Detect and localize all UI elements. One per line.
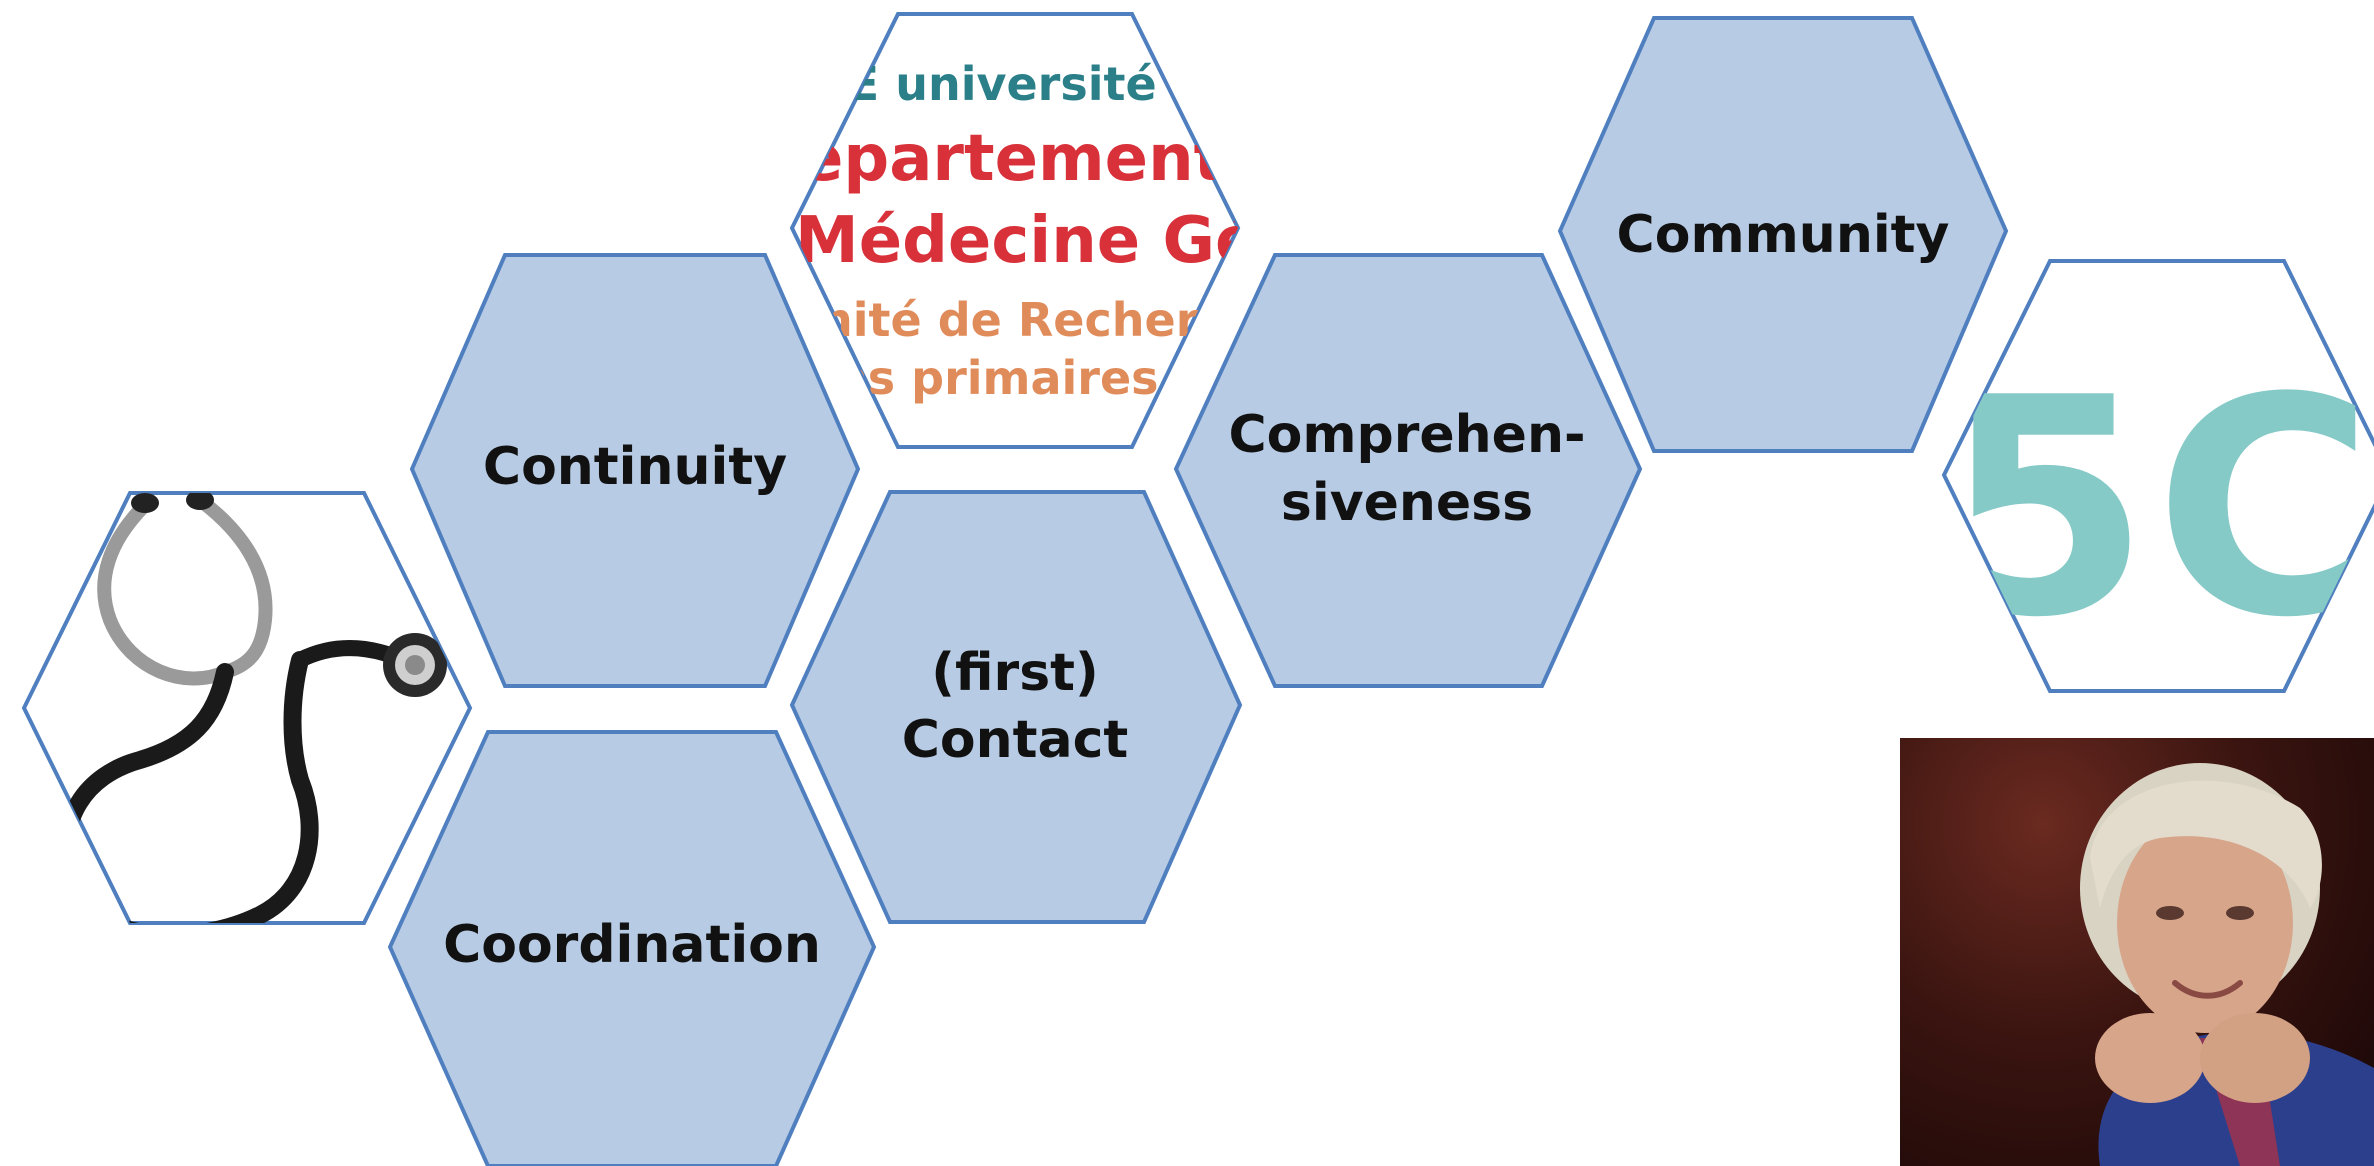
svg-text:ns primaires e: ns primaires e (835, 351, 1206, 405)
community-label: Community (1617, 205, 1950, 265)
5c-badge: 5C (1942, 334, 2374, 683)
svg-text:Médecine Gén: Médecine Gén (795, 204, 1304, 278)
5c-badge-hexagon: 5C (1941, 259, 2374, 693)
comprehensiveness-hexagon: Comprehen- siveness (1173, 253, 1643, 688)
first-contact-label-line2: Contact (902, 710, 1129, 770)
coordination-hexagon: Coordination (387, 730, 877, 1166)
svg-text:nité de Recherch: nité de Recherch (820, 293, 1258, 347)
stethoscope-hexagon (21, 491, 473, 925)
first-contact-hexagon: (first) Contact (789, 490, 1243, 924)
svg-text:épartement: épartement (800, 122, 1224, 196)
coordination-label: Coordination (443, 915, 821, 975)
continuity-hexagon: Continuity (409, 253, 861, 688)
community-hexagon: Community (1557, 16, 2009, 453)
comprehensiveness-label-line1: Comprehen- (1228, 405, 1585, 465)
university-logo-hexagon: GE université épartement Médecine Gén ni… (789, 12, 1304, 449)
university-logo: GE université épartement Médecine Gén ni… (795, 57, 1304, 405)
portrait-illustration (2080, 763, 2374, 1166)
portrait-photo (1900, 738, 2374, 1166)
stethoscope-icon (57, 493, 447, 923)
comprehensiveness-label-line2: siveness (1281, 473, 1533, 533)
continuity-label: Continuity (483, 437, 787, 497)
5c-badge-text: 5C (1942, 334, 2374, 683)
first-contact-label-line1: (first) (931, 643, 1099, 703)
